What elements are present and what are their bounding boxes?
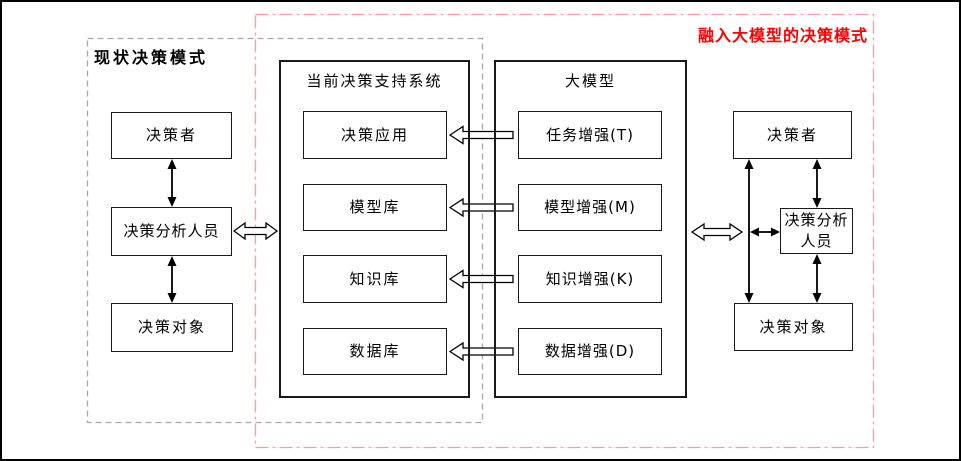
box-label: 任务增强(T) — [546, 125, 634, 144]
right-region-frame — [254, 13, 875, 449]
box-task-augment: 任务增强(T) — [518, 111, 662, 159]
box-label: 知识增强(K) — [545, 269, 635, 288]
box-label: 决策分析人员 — [123, 222, 220, 241]
arrow-left-analyst-object — [167, 256, 177, 303]
box-decision-object-left: 决策对象 — [111, 303, 233, 352]
box-knowledge-augment: 知识增强(K) — [518, 255, 662, 303]
box-label: 数据库 — [349, 342, 401, 361]
llm-title: 大模型 — [564, 72, 616, 90]
box-decision-maker-right: 决策者 — [733, 111, 852, 159]
box-model-augment: 模型增强(M) — [518, 184, 662, 231]
box-label: 数据增强(D) — [544, 342, 636, 361]
box-decision-object-right: 决策对象 — [734, 303, 853, 351]
box-label: 决策应用 — [340, 125, 409, 144]
box-decision-analyst-right: 决策分析人员 — [780, 208, 853, 254]
box-label: 模型增强(M) — [544, 198, 636, 217]
box-label: 决策对象 — [759, 317, 828, 336]
box-decision-maker-left: 决策者 — [111, 112, 232, 159]
box-knowledge-base: 知识库 — [303, 255, 447, 303]
dss-container — [279, 60, 470, 398]
arrow-knowledgeaug-to-knowledgebase — [448, 269, 514, 289]
arrow-right-analyst-object — [812, 254, 822, 303]
arrow-llm-right-hollow — [690, 222, 744, 242]
dss-title: 当前决策支持系统 — [306, 72, 443, 90]
arrow-analyst-dss-hollow — [232, 221, 279, 241]
box-label: 决策分析人员 — [784, 211, 849, 250]
box-model-base: 模型库 — [303, 184, 447, 231]
box-label: 决策者 — [766, 125, 818, 144]
arrow-modelaug-to-modelbase — [448, 197, 514, 218]
left-region-frame — [86, 37, 484, 424]
arrow-left-maker-analyst — [167, 159, 177, 207]
arrow-right-maker-object-long — [744, 159, 754, 303]
box-data-base: 数据库 — [303, 328, 447, 375]
box-decision-application: 决策应用 — [303, 111, 447, 159]
arrow-right-line-analyst — [750, 227, 780, 237]
right-region-title: 融入大模型的决策模式 — [698, 26, 869, 45]
box-label: 决策者 — [145, 126, 197, 145]
left-region-title: 现状决策模式 — [94, 48, 209, 67]
arrow-right-maker-analyst — [812, 159, 822, 208]
box-decision-analyst-left: 决策分析人员 — [111, 207, 232, 256]
arrow-task-to-app — [448, 125, 514, 145]
box-label: 模型库 — [349, 198, 401, 217]
box-label: 决策对象 — [137, 318, 206, 337]
arrow-dataaug-to-database — [448, 341, 514, 362]
box-label: 知识库 — [349, 269, 401, 288]
box-data-augment: 数据增强(D) — [518, 328, 662, 375]
llm-container — [494, 60, 687, 398]
